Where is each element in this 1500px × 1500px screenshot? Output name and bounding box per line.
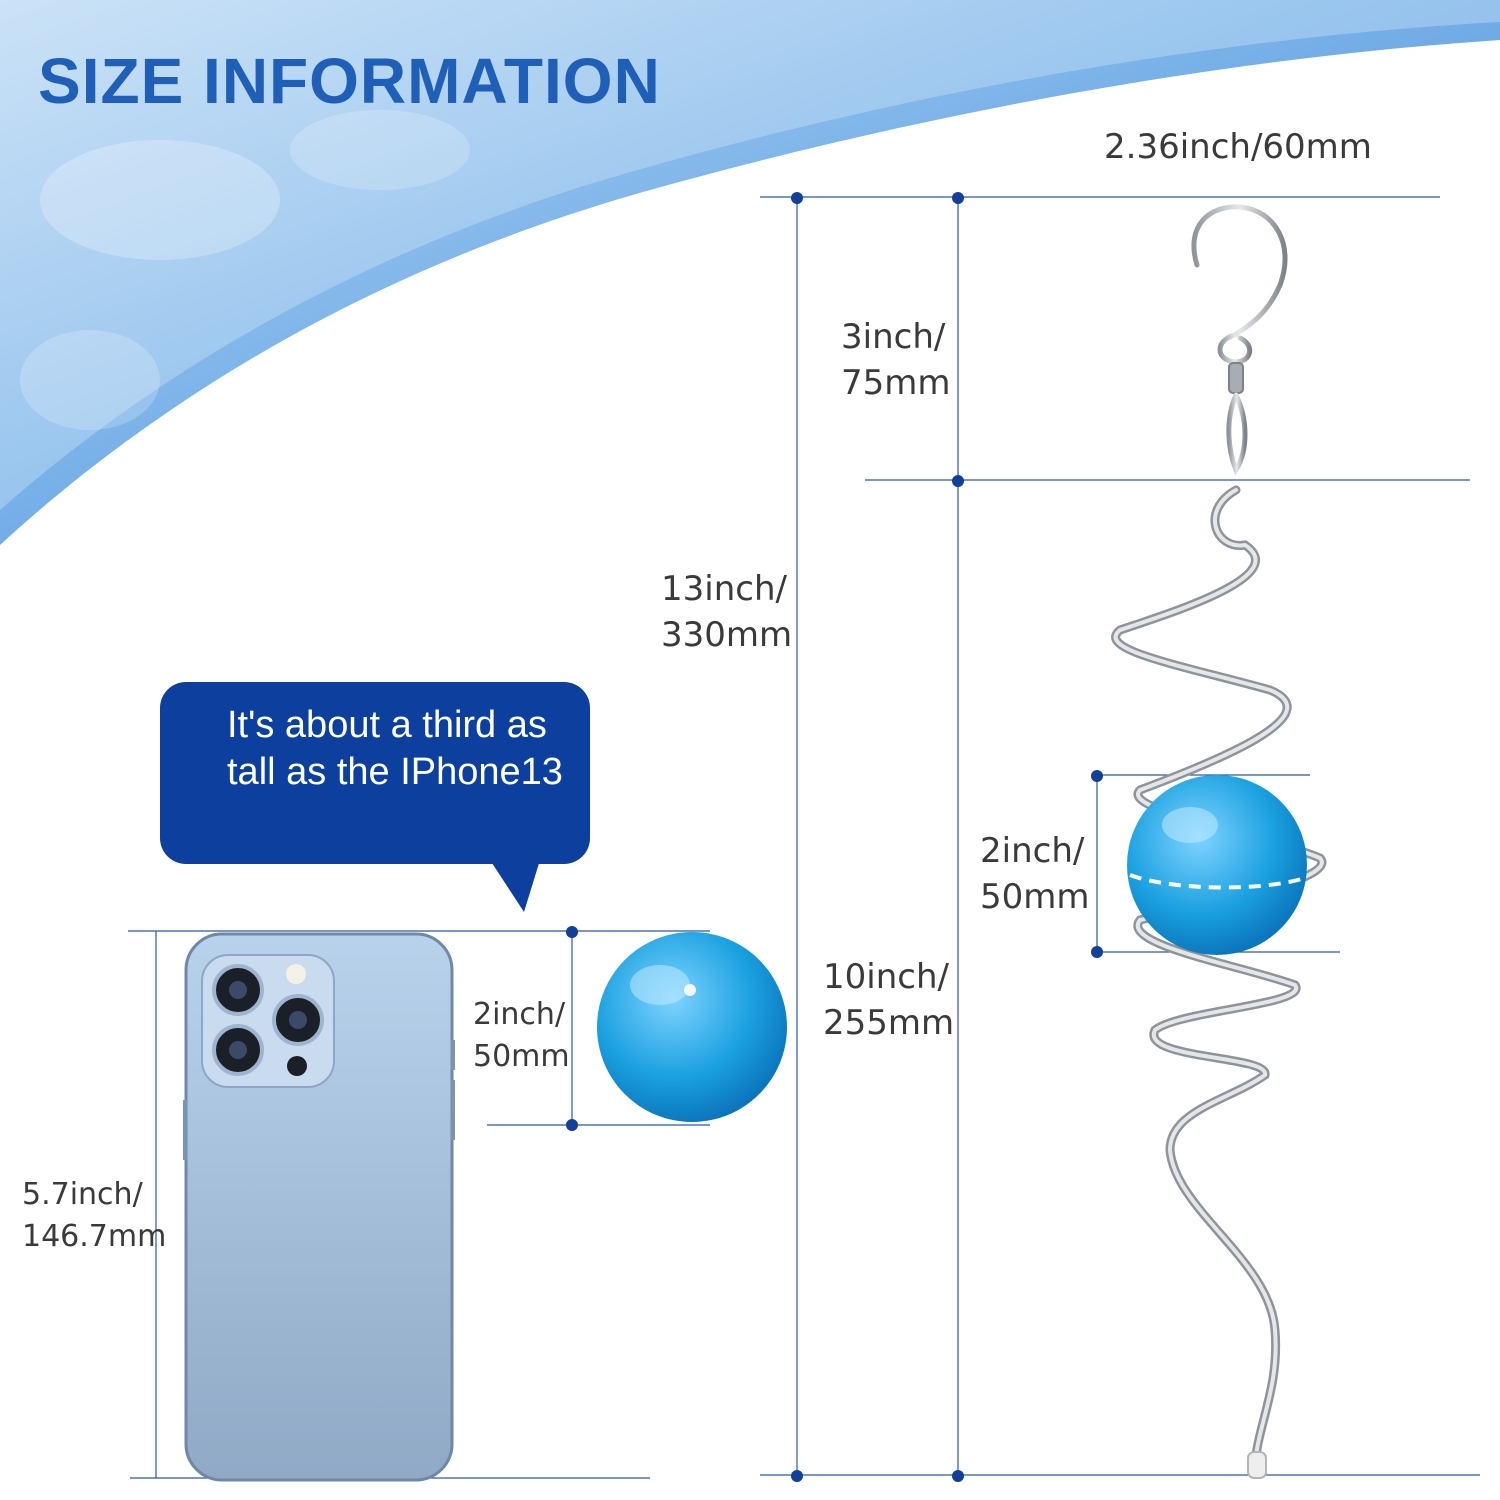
spinner-dimension-dots bbox=[791, 192, 1103, 1482]
ball-beside-phone-label: 2inch/ 50mm bbox=[473, 997, 570, 1074]
glass-ball-icon bbox=[597, 932, 787, 1122]
ball-diameter-label: 2inch/ 50mm bbox=[980, 831, 1090, 917]
water-background bbox=[0, 0, 1500, 545]
spiral-spinner-icon bbox=[1111, 485, 1327, 1479]
spinner-dimension-lines bbox=[760, 196, 1480, 1476]
hook-icon bbox=[1191, 204, 1288, 476]
phone-dimension-dots bbox=[566, 926, 578, 1131]
phone-height-label: 5.7inch/ 146.7mm bbox=[22, 1177, 167, 1254]
phone-icon bbox=[183, 932, 455, 1482]
total-length-label: 13inch/ 330mm bbox=[661, 569, 793, 655]
callout-text: It's about a third as tall as the IPhone… bbox=[227, 704, 563, 793]
callout-tail bbox=[490, 860, 540, 912]
page-title: SIZE INFORMATION bbox=[38, 45, 661, 117]
spinner-width-label: 2.36inch/60mm bbox=[1104, 127, 1372, 167]
callout-bubble bbox=[160, 682, 590, 864]
spiral-length-label: 10inch/ 255mm bbox=[823, 957, 955, 1043]
glass-ball-icon bbox=[1127, 775, 1307, 955]
hook-length-label: 3inch/ 75mm bbox=[841, 317, 951, 403]
